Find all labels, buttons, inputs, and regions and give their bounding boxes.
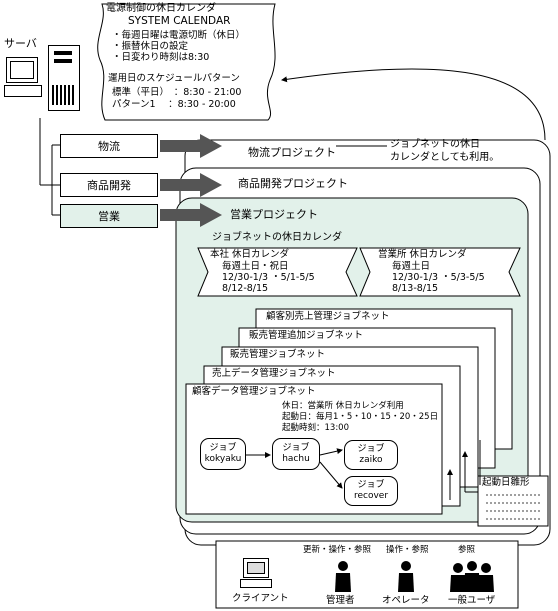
calendar-line: 12/30-1/3 ・5/1-5/5 (222, 272, 315, 283)
job-kokyaku[interactable]: ジョブ kokyaku (200, 438, 246, 470)
calendar-banner-eigyosho (359, 247, 521, 297)
project-logistics-title: 物流プロジェクト (248, 146, 336, 159)
calendar-note-title: 電源制御の休日カレンダ (106, 3, 216, 14)
job-hachu[interactable]: ジョブ hachu (272, 438, 320, 470)
role-permission: 参照 (458, 545, 476, 555)
server-label: サーバ (4, 37, 37, 50)
job-label: ジョブ (209, 442, 237, 453)
category-product-dev[interactable]: 商品開発 (60, 173, 158, 197)
job-name: recover (353, 491, 389, 501)
start-day-label: 起動日雛形 (482, 477, 530, 488)
project-product-title: 商品開発プロジェクト (238, 177, 348, 190)
job-label: ジョブ (357, 479, 385, 490)
operator-person-icon (398, 561, 414, 592)
role-name: 管理者 (326, 595, 355, 606)
job-name: kokyaku (204, 454, 242, 464)
project-sales-title: 営業プロジェクト (230, 208, 318, 221)
jobnet-title: 顧客データ管理ジョブネット (192, 386, 316, 397)
start-day-template (477, 475, 549, 527)
job-name: zaiko (359, 455, 383, 465)
calendar-note-item: ・日変わり時刻は8:30 (112, 52, 210, 63)
calendar-line: 毎週土日 (392, 261, 431, 272)
role-name: オペレータ (382, 595, 430, 606)
shared-note-line: カレンダとしても利用。 (390, 152, 500, 163)
calendar-note-item: ・振替休日の設定 (112, 41, 189, 52)
jobnet-info: 休日：営業所 休日カレンダ利用 (282, 401, 404, 411)
jobnet-title: 売上データ管理ジョブネット (212, 368, 336, 379)
role-name: 一般ユーザ (448, 595, 496, 606)
calendar-note-cloud (97, 3, 276, 121)
calendar-line: 12/30-1/3 ・5/3-5/5 (392, 272, 485, 283)
users-panel (215, 540, 519, 609)
admin-person-icon (335, 561, 351, 592)
jobnet-title: 顧客別売上管理ジョブネット (266, 311, 390, 322)
category-sales[interactable]: 営業 (60, 204, 158, 228)
jobnet-info: 起動日：毎月1・5・10・15・20・25日 (282, 412, 439, 422)
calendar-line: 8/12-8/15 (222, 283, 269, 294)
category-logistics[interactable]: 物流 (60, 134, 158, 158)
calendar-note-item: ・毎週日曜は電源切断（休日） (112, 30, 246, 41)
job-recover[interactable]: ジョブ recover (344, 476, 398, 506)
calendar-title: 本社 休日カレンダ (210, 249, 290, 260)
job-label: ジョブ (282, 442, 310, 453)
jobnet-title: 販売管理ジョブネット (230, 349, 326, 360)
jobnet-info: 起動時刻：13:00 (282, 423, 349, 433)
server-icon (4, 45, 82, 119)
schedule-pattern: 標準（平日） ：8:30 - 21:00 (112, 87, 242, 98)
calendar-title: 営業所 休日カレンダ (378, 249, 467, 260)
client-icon (240, 558, 272, 588)
role-permission: 更新・操作・参照 (303, 545, 372, 555)
holiday-section-title: ジョブネットの休日カレンダ (212, 232, 342, 243)
role-permission: 操作・参照 (386, 545, 429, 555)
calendar-line: 8/13-8/15 (392, 283, 439, 294)
job-zaiko[interactable]: ジョブ zaiko (344, 440, 398, 470)
schedule-pattern-title: 運用日のスケジュールパターン (108, 73, 240, 84)
client-label: クライアント (232, 593, 289, 604)
job-name: hachu (282, 454, 310, 464)
calendar-note-subtitle: SYSTEM CALENDAR (128, 15, 231, 27)
job-label: ジョブ (357, 443, 385, 454)
calendar-banner-honsha (197, 247, 358, 297)
schedule-pattern: パターン1 ：8:30 - 20:00 (112, 99, 236, 110)
shared-note-line: ジョブネットの休日 (390, 139, 480, 150)
jobnet-title: 販売管理追加ジョブネット (249, 330, 364, 341)
calendar-line: 毎週土日・祝日 (222, 261, 289, 272)
general-users-icon (450, 561, 494, 592)
